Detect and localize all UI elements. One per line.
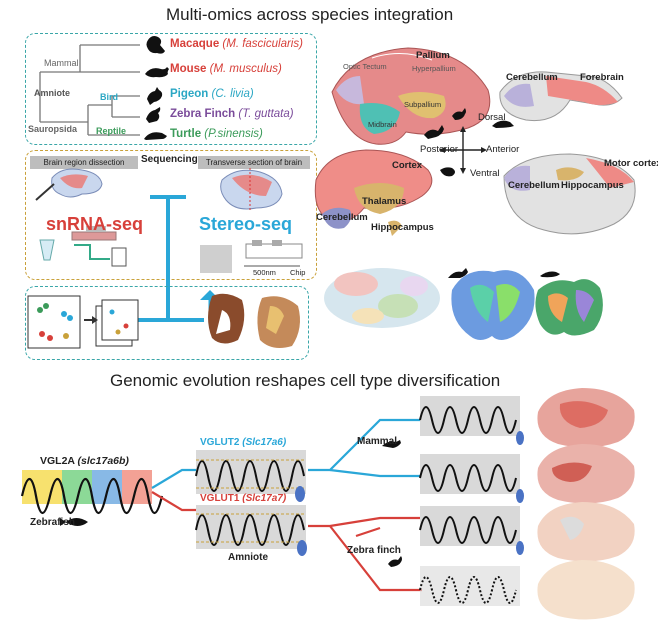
zebrafish-label: Zebrafish xyxy=(30,517,76,528)
mammal-label: Mammal xyxy=(357,436,398,447)
label-posterior: Posterior xyxy=(420,144,459,155)
species-turtle-name: Turtle xyxy=(170,128,202,140)
phylogeny-panel xyxy=(25,33,317,145)
vgl2a-label: VGL2A (slc17a6b) xyxy=(40,455,129,467)
vglut2-name: VGLUT2 xyxy=(200,437,240,448)
species-pigeon-name: Pigeon xyxy=(170,88,209,100)
label-anterior: Anterior xyxy=(486,144,520,155)
header-transverse-section: Transverse section of brain xyxy=(198,156,310,169)
header-brain-region-dissection: Brain region dissection xyxy=(30,156,138,169)
zebra-finch-label: Zebra finch xyxy=(347,545,401,556)
vglut1-name: VGLUT1 xyxy=(200,493,240,504)
top-title: Multi-omics across species integration xyxy=(166,5,454,24)
analysis-panel xyxy=(25,286,309,360)
species-macaque-latin: (M. fascicularis) xyxy=(222,38,303,50)
species-pigeon-latin: (C. livia) xyxy=(211,88,254,100)
tree-label-sauropsida: Sauropsida xyxy=(28,124,78,134)
vglut1-label: VGLUT1 (Slc17a7) xyxy=(200,493,286,504)
label-cerebellum-mammal: Cerebellum xyxy=(316,212,368,223)
scale-label: 500nm xyxy=(253,268,276,277)
label-motor-cortex: Motor cortex xyxy=(604,158,658,169)
species-macaque-name: Macaque xyxy=(170,38,220,50)
tree-label-mammal: Mammal xyxy=(44,58,79,68)
species-zebra-finch: Zebra Finch (T. guttata) xyxy=(170,108,294,120)
stereo-seq-label: Stereo-seq xyxy=(199,214,293,234)
vglut2-gene: (Slc17a6) xyxy=(242,437,287,448)
species-macaque: Macaque (M. fascicularis) xyxy=(170,38,303,50)
label-hippocampus-mammal: Hippocampus xyxy=(371,222,434,233)
label-midbrain: Midbrain xyxy=(368,120,397,129)
species-mouse: Mouse (M. musculus) xyxy=(170,63,282,75)
tree-label-bird: Bird xyxy=(100,92,118,102)
header-sequencing: Sequencing xyxy=(141,154,198,165)
label-cerebellum-bird: Cerebellum xyxy=(506,72,558,83)
label-pallium: Pallium xyxy=(416,50,450,61)
species-pigeon: Pigeon (C. livia) xyxy=(170,88,254,100)
bottom-title: Genomic evolution reshapes cell type div… xyxy=(110,371,501,390)
label-hyperpallium: Hyperpallium xyxy=(412,64,456,73)
species-turtle: Turtle (P.sinensis) xyxy=(170,128,263,140)
label-forebrain: Forebrain xyxy=(580,72,624,83)
label-ventral: Ventral xyxy=(470,168,500,179)
label-optic-tectum: Optic Tectum xyxy=(343,62,387,71)
label-subpallium: Subpallium xyxy=(404,100,442,109)
species-zebra-finch-latin: (T. guttata) xyxy=(238,108,294,120)
label-hippocampus-mouse: Hippocampus xyxy=(561,180,624,191)
sequencing-panel xyxy=(25,150,317,280)
species-mouse-name: Mouse xyxy=(170,63,207,75)
label-cortex: Cortex xyxy=(392,160,423,171)
snrna-seq-label: snRNA-seq xyxy=(46,214,144,234)
species-turtle-latin: (P.sinensis) xyxy=(204,128,263,140)
vgl2a-gene: (slc17a6b) xyxy=(77,455,129,467)
vglut2-label: VGLUT2 (Slc17a6) xyxy=(200,437,286,448)
label-dorsal: Dorsal xyxy=(478,112,506,123)
tree-label-amniote: Amniote xyxy=(34,88,70,98)
chip-label: Chip xyxy=(290,268,306,277)
label-thalamus: Thalamus xyxy=(362,196,407,207)
vglut1-gene: (Slc17a7) xyxy=(242,493,287,504)
species-mouse-latin: (M. musculus) xyxy=(209,63,282,75)
species-zebra-finch-name: Zebra Finch xyxy=(170,108,236,120)
amniote-label: Amniote xyxy=(228,552,268,563)
tree-label-reptile: Reptile xyxy=(96,126,127,136)
vgl2a-name: VGL2A xyxy=(40,455,75,467)
label-cerebellum-mouse: Cerebellum xyxy=(508,180,560,191)
